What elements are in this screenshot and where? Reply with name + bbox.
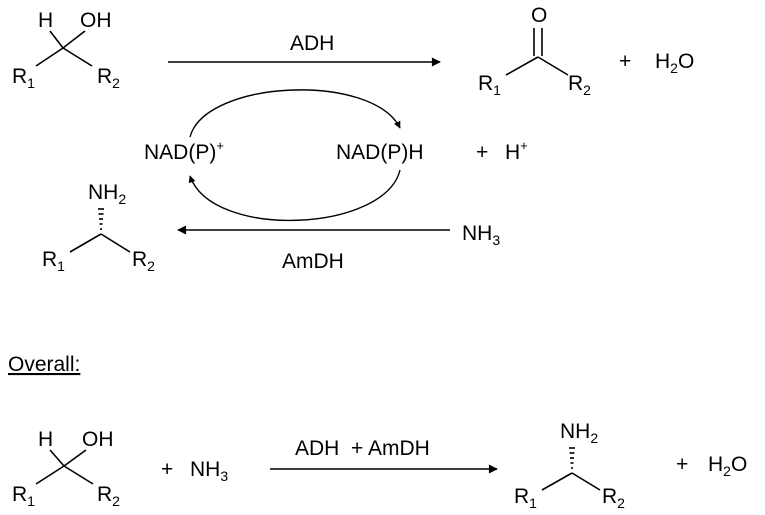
water-top: H2O: [655, 50, 694, 76]
overall-plus-ammonia: +: [161, 458, 173, 481]
cofactor-oxidized: NAD(P)+: [144, 138, 224, 164]
svg-text:R1: R1: [478, 72, 501, 98]
svg-text:R2: R2: [97, 65, 120, 91]
ketone-r2-label: R: [568, 72, 583, 95]
ketone-r1-label: R: [478, 72, 493, 95]
ketone-o-label: O: [531, 4, 547, 27]
alcohol-r1-label: R: [12, 65, 27, 88]
ammonia-top: NH3: [462, 222, 500, 248]
overall-plus-water: +: [676, 453, 688, 476]
enzyme-forward-label: ADH: [290, 32, 334, 55]
enzyme-reverse-label: AmDH: [282, 250, 344, 273]
hashed-wedge-bond: [98, 208, 104, 230]
cycle-arrow-lower: [188, 169, 401, 221]
bond-r1: [35, 47, 64, 67]
svg-text:NH2: NH2: [88, 181, 126, 207]
svg-text:R2: R2: [97, 483, 120, 509]
ketone: O R1 R2: [478, 4, 591, 98]
alcohol-r1-subscript: 1: [27, 75, 35, 91]
amine-r1-subscript: 1: [57, 258, 65, 274]
overall-ammonia: NH3: [190, 458, 228, 484]
amine-nh-label: NH: [88, 181, 118, 204]
alcohol-r2-subscript: 2: [112, 75, 120, 91]
bond-ketone-r1: [505, 56, 539, 76]
svg-text:R1: R1: [12, 483, 35, 509]
cycle-arrow-upper: [189, 89, 401, 138]
overall-enzymes-label: ADH + AmDH: [295, 437, 430, 460]
svg-text:R1: R1: [514, 485, 537, 511]
ketone-r1-subscript: 1: [493, 82, 501, 98]
alcohol-overall: H OH R1 R2: [12, 428, 120, 509]
svg-text:R1: R1: [12, 65, 35, 91]
bond-ketone-r2: [537, 56, 569, 76]
amine-r2-label: R: [132, 248, 147, 271]
alcohol-h-label: H: [38, 9, 53, 32]
cofactor-reduced: NAD(P)H: [336, 141, 424, 164]
amine-r1-label: R: [42, 248, 57, 271]
bond-oh: [62, 30, 86, 49]
alcohol-oh-label: OH: [80, 9, 112, 32]
overall-hashed-wedge-bond: [569, 447, 575, 469]
ketone-r2-subscript: 2: [583, 82, 591, 98]
bond-amine-r2: [100, 233, 131, 253]
svg-text:R2: R2: [602, 485, 625, 511]
overall-heading: Overall:: [8, 353, 80, 376]
plus-sign-water: +: [619, 50, 631, 73]
svg-text:R1: R1: [42, 248, 65, 274]
overall-water: H2O: [708, 453, 747, 479]
overall-alcohol-h-label: H: [38, 428, 53, 451]
svg-text:NH2: NH2: [560, 420, 598, 446]
amine-nh-subscript: 2: [118, 191, 126, 207]
proton: H+: [505, 138, 528, 164]
bond-amine-r1: [69, 233, 102, 253]
svg-text:R2: R2: [132, 248, 155, 274]
overall-alcohol-oh-label: OH: [82, 428, 114, 451]
amine-overall: NH2 R1 R2: [514, 420, 625, 511]
plus-sign-proton: +: [476, 141, 488, 164]
amine-r2-subscript: 2: [147, 258, 155, 274]
svg-text:R2: R2: [568, 72, 591, 98]
bond-h: [49, 30, 64, 49]
bond-r2: [62, 47, 93, 67]
amine-top: NH2 R1 R2: [42, 181, 155, 274]
alcohol-top: H OH R1 R2: [12, 9, 120, 91]
alcohol-r2-label: R: [97, 65, 112, 88]
